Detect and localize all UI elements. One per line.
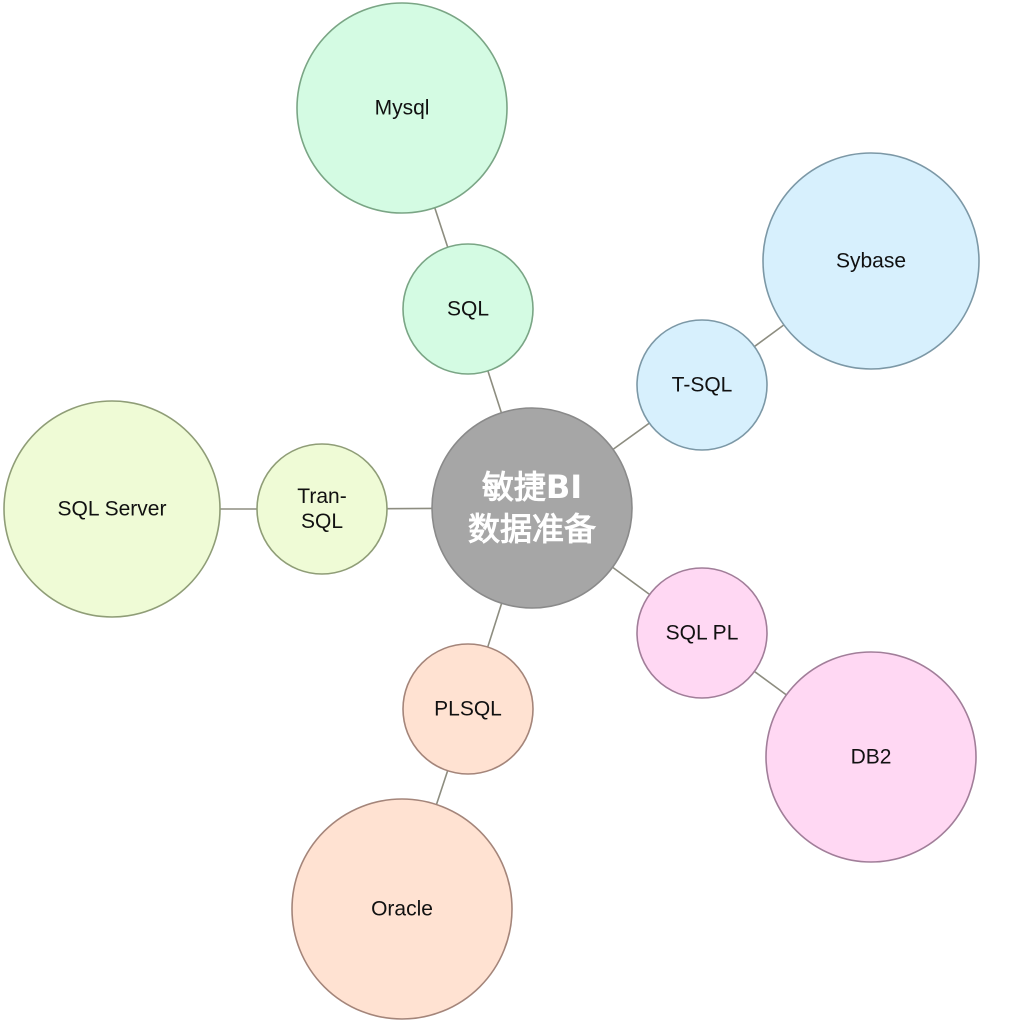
node-sql-outer-label: Mysql [375, 97, 430, 120]
node-sql-label: SQL [447, 298, 489, 321]
node-tran-sql-outer-circle [3, 400, 221, 618]
node-sqlpl-outer[interactable]: DB2 [765, 651, 977, 863]
connector-center-plsql [486, 603, 503, 648]
node-tran-sql-label: Tran- [297, 485, 346, 508]
node-plsql[interactable]: PLSQL [402, 643, 534, 775]
node-sql-outer-circle [296, 2, 508, 214]
node-tran-sql-label: SQL [301, 510, 343, 533]
node-sqlpl-outer-circle [765, 651, 977, 863]
node-sql-circle [402, 243, 534, 375]
center-node-label: 敏捷BI [482, 468, 582, 506]
node-tsql-outer-label: Sybase [836, 250, 906, 273]
node-sqlpl[interactable]: SQL PL [636, 567, 768, 699]
connector-tsql-outer [753, 324, 785, 348]
node-tran-sql-outer-label: SQL Server [58, 498, 167, 521]
center-node-circle [431, 407, 633, 609]
connector-sqlpl-outer [753, 670, 787, 696]
node-tsql-label: T-SQL [672, 374, 733, 397]
node-sql-outer[interactable]: Mysql [296, 2, 508, 214]
connector-center-tsql [612, 422, 650, 451]
connector-center-sql [487, 370, 503, 414]
connector-layer [220, 207, 787, 805]
node-tsql[interactable]: T-SQL [636, 319, 768, 451]
node-tsql-outer[interactable]: Sybase [762, 152, 980, 370]
center-node[interactable]: 敏捷BI 数据准备 [431, 407, 633, 609]
node-tran-sql[interactable]: Tran-SQL [256, 443, 388, 575]
node-sqlpl-label: SQL PL [666, 622, 739, 645]
node-sql[interactable]: SQL [402, 243, 534, 375]
node-sqlpl-circle [636, 567, 768, 699]
node-tran-sql-circle [256, 443, 388, 575]
connector-sql-outer [433, 207, 449, 248]
connector-plsql-outer [435, 770, 449, 805]
node-plsql-outer-label: Oracle [371, 898, 433, 921]
node-tran-sql-outer[interactable]: SQL Server [3, 400, 221, 618]
connector-center-sqlpl [612, 566, 651, 596]
node-plsql-outer[interactable]: Oracle [291, 798, 513, 1020]
node-plsql-outer-circle [291, 798, 513, 1020]
node-tsql-circle [636, 319, 768, 451]
node-plsql-circle [402, 643, 534, 775]
node-sqlpl-outer-label: DB2 [851, 746, 892, 769]
node-plsql-label: PLSQL [434, 698, 502, 721]
node-tsql-outer-circle [762, 152, 980, 370]
center-node-label: 数据准备 [468, 510, 597, 548]
